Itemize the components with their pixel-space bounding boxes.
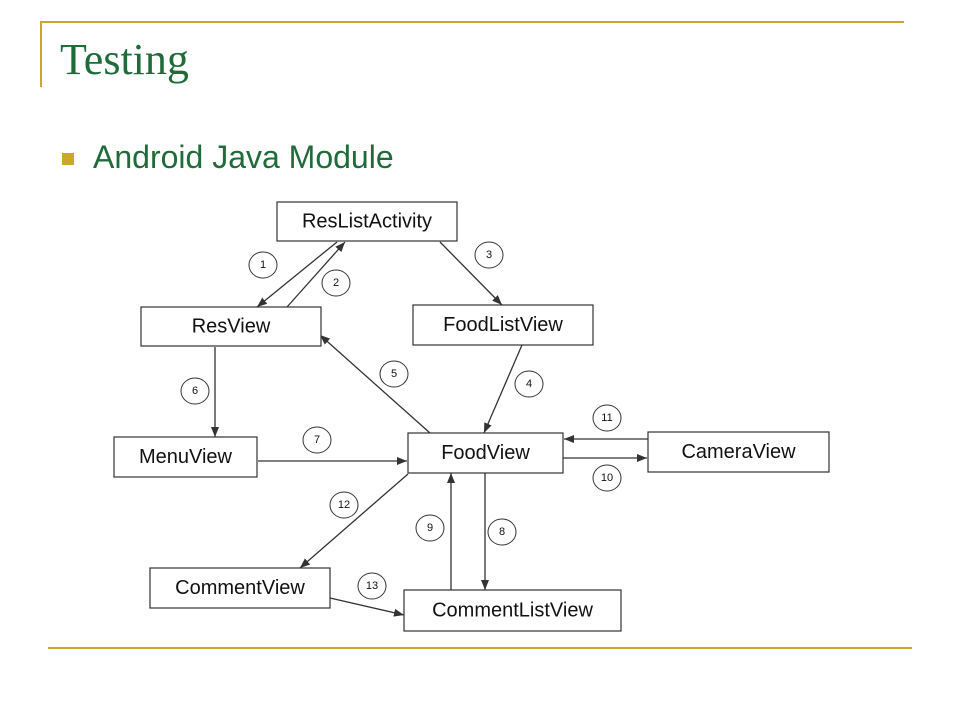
node-commentview: CommentView <box>149 567 331 609</box>
edge-badge-13: 13 <box>357 572 387 600</box>
bullet-text: Android Java Module <box>93 139 394 175</box>
left-rule <box>40 21 42 87</box>
node-menuview: MenuView <box>113 436 258 478</box>
edge-label-3: 3 <box>486 249 492 261</box>
node-cameraview: CameraView <box>647 431 830 473</box>
edge-badge-6: 6 <box>180 377 210 405</box>
edge-label-12: 12 <box>338 499 350 511</box>
node-label-cameraview: CameraView <box>681 441 796 463</box>
edge-badge-4: 4 <box>514 370 544 398</box>
node-commentlistview: CommentListView <box>403 589 622 632</box>
edge-label-1: 1 <box>260 259 266 271</box>
edge-badge-12: 12 <box>329 491 359 519</box>
edge-badge-1: 1 <box>248 251 278 279</box>
edge-1 <box>256 241 338 308</box>
edge-3 <box>439 241 503 306</box>
edge-2 <box>286 241 346 308</box>
edge-label-4: 4 <box>526 378 532 390</box>
edge-label-9: 9 <box>427 522 433 534</box>
node-label-commentview: CommentView <box>175 577 305 599</box>
edge-13 <box>329 597 405 617</box>
edge-badge-11: 11 <box>592 404 622 432</box>
edge-badge-8: 8 <box>487 518 517 546</box>
edge-label-5: 5 <box>391 368 397 380</box>
slide-title: Testing <box>60 35 189 84</box>
node-resview: ResView <box>140 306 322 347</box>
edge-5 <box>319 334 431 434</box>
node-label-menuview: MenuView <box>139 446 233 468</box>
edge-label-10: 10 <box>601 472 613 484</box>
node-label-commentlistview: CommentListView <box>432 600 593 622</box>
edge-label-8: 8 <box>499 526 505 538</box>
edge-label-2: 2 <box>333 277 339 289</box>
edge-badge-10: 10 <box>592 464 622 492</box>
edge-badge-9: 9 <box>415 514 445 542</box>
node-reslistactivity: ResListActivity <box>276 201 458 242</box>
node-label-resview: ResView <box>192 316 271 338</box>
bullet-square-icon <box>62 153 74 165</box>
node-foodview: FoodView <box>407 432 564 474</box>
node-label-reslistactivity: ResListActivity <box>302 211 432 233</box>
node-label-foodlistview: FoodListView <box>443 314 563 336</box>
edge-badge-2: 2 <box>321 269 351 297</box>
node-label-foodview: FoodView <box>441 442 530 464</box>
edge-label-11: 11 <box>601 412 612 424</box>
edge-4 <box>483 344 523 434</box>
top-rule <box>40 21 904 23</box>
edge-label-13: 13 <box>366 580 378 592</box>
node-foodlistview: FoodListView <box>412 304 594 346</box>
edge-badge-5: 5 <box>379 360 409 388</box>
edge-label-7: 7 <box>314 434 320 446</box>
edge-12 <box>299 473 409 569</box>
edge-badge-3: 3 <box>474 241 504 269</box>
edge-label-6: 6 <box>192 385 198 397</box>
bottom-rule <box>48 647 912 649</box>
edge-badge-7: 7 <box>302 426 332 454</box>
